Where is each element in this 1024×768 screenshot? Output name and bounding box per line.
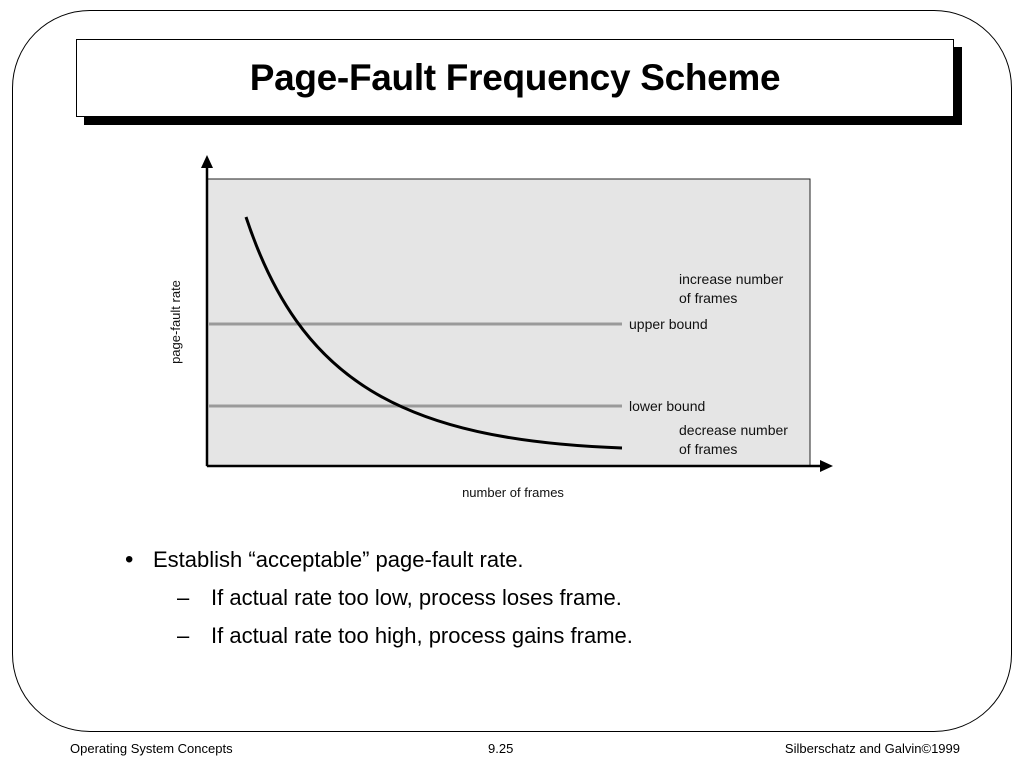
x-axis-arrowhead-icon bbox=[820, 460, 833, 472]
y-axis-arrowhead-icon bbox=[201, 155, 213, 168]
x-axis-label: number of frames bbox=[462, 485, 564, 500]
bullet-icon: • bbox=[125, 546, 134, 573]
bullet-sub-2-text: If actual rate too high, process gains f… bbox=[211, 623, 633, 648]
dash-icon: – bbox=[177, 585, 190, 610]
bullet-main: • Establish “acceptable” page-fault rate… bbox=[125, 544, 925, 582]
decrease-label-line1: decrease number bbox=[679, 422, 788, 438]
lower-bound-label: lower bound bbox=[629, 398, 705, 414]
decrease-label-line2: of frames bbox=[679, 441, 737, 457]
dash-icon: – bbox=[177, 623, 190, 648]
bullet-main-text: Establish “acceptable” page-fault rate. bbox=[153, 547, 524, 572]
footer-course: Operating System Concepts bbox=[70, 741, 233, 756]
title-box: Page-Fault Frequency Scheme bbox=[76, 39, 954, 117]
footer-page-number: 9.25 bbox=[488, 741, 514, 756]
bullet-sub-2: – If actual rate too high, process gains… bbox=[125, 620, 925, 658]
bullet-sub-1: – If actual rate too low, process loses … bbox=[125, 582, 925, 620]
page-fault-curve bbox=[244, 216, 623, 450]
upper-bound-label: upper bound bbox=[629, 316, 708, 332]
bullet-list: • Establish “acceptable” page-fault rate… bbox=[125, 544, 925, 658]
bullet-sub-1-text: If actual rate too low, process loses fr… bbox=[211, 585, 622, 610]
slide-title: Page-Fault Frequency Scheme bbox=[249, 57, 781, 98]
increase-label-line2: of frames bbox=[679, 290, 737, 306]
increase-label-line1: increase number bbox=[679, 271, 784, 287]
footer-authors: Silberschatz and Galvin©1999 bbox=[784, 741, 960, 756]
y-axis-label: page-fault rate bbox=[168, 280, 183, 364]
